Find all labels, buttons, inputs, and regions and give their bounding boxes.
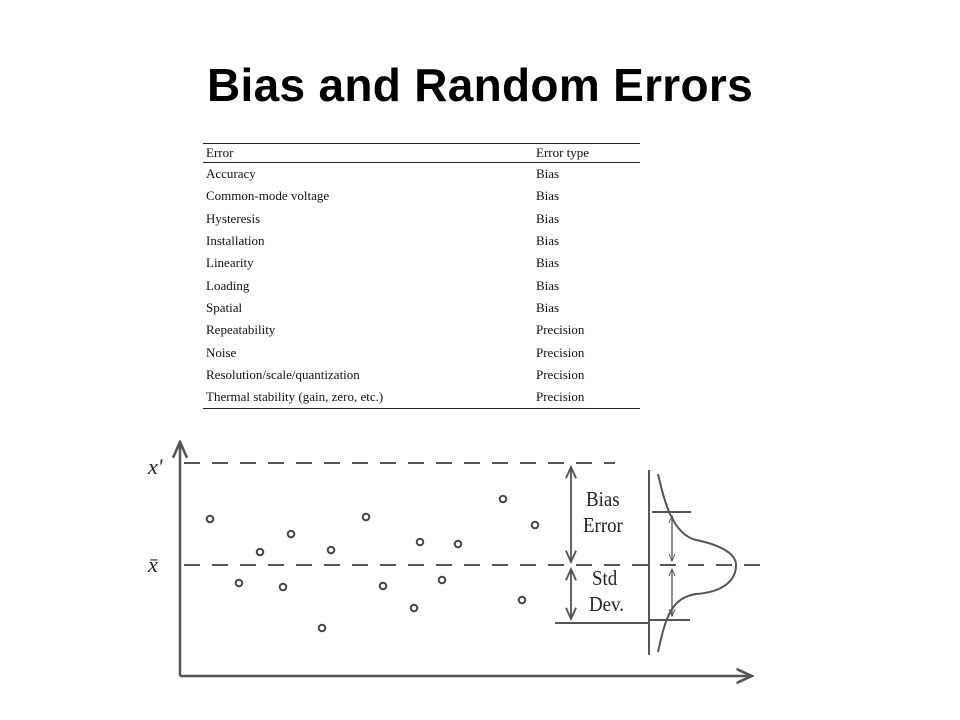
table-header-row: Error Error type bbox=[203, 143, 640, 163]
error-name-cell: Loading bbox=[206, 277, 250, 293]
table-row: Spatial Bias bbox=[203, 297, 640, 319]
measurement-point bbox=[498, 494, 508, 504]
measurement-point bbox=[517, 595, 527, 605]
bias-precision-diagram: x' x̄ Bias Error Std Dev. bbox=[147, 430, 765, 690]
measurement-point bbox=[453, 539, 463, 549]
error-type-cell: Bias bbox=[536, 255, 560, 271]
error-type-cell: Precision bbox=[536, 344, 585, 360]
table-row: Resolution/scale/quantization Precision bbox=[203, 364, 640, 386]
error-type-cell: Bias bbox=[536, 233, 560, 249]
table-row: Hysteresis Bias bbox=[203, 208, 640, 230]
measurement-point bbox=[326, 545, 336, 555]
error-name-cell: Repeatability bbox=[206, 322, 276, 338]
error-name-cell: Linearity bbox=[206, 255, 254, 271]
measurement-point bbox=[378, 581, 388, 591]
table-row: Common-mode voltage Bias bbox=[203, 185, 640, 207]
error-type-cell: Precision bbox=[536, 389, 585, 405]
table-row: Noise Precision bbox=[203, 341, 640, 363]
error-name-cell: Common-mode voltage bbox=[206, 188, 330, 204]
measurement-point bbox=[286, 529, 296, 539]
error-type-cell: Bias bbox=[536, 299, 560, 315]
column-header-error: Error bbox=[206, 145, 234, 160]
bias-label-line1: Bias bbox=[586, 488, 620, 511]
measurement-point bbox=[437, 575, 447, 585]
table-row: Repeatability Precision bbox=[203, 319, 640, 341]
measurement-point bbox=[278, 582, 288, 592]
error-name-cell: Noise bbox=[206, 344, 237, 360]
error-name-cell: Spatial bbox=[206, 299, 243, 315]
slide-title: Bias and Random Errors bbox=[207, 59, 753, 111]
error-type-cell: Precision bbox=[536, 322, 585, 338]
bias-label-line2: Error bbox=[583, 514, 623, 537]
table-row: Accuracy Bias bbox=[203, 163, 640, 186]
error-name-cell: Thermal stability (gain, zero, etc.) bbox=[206, 389, 384, 405]
distribution-curve bbox=[657, 473, 738, 653]
measurement-point bbox=[317, 623, 327, 633]
error-type-cell: Bias bbox=[536, 166, 560, 182]
error-name-cell: Accuracy bbox=[206, 166, 256, 182]
table-row: Linearity Bias bbox=[203, 252, 640, 274]
true-value-label: x' bbox=[147, 454, 163, 479]
table-row: Installation Bias bbox=[203, 230, 640, 252]
table-row: Thermal stability (gain, zero, etc.) Prec… bbox=[203, 386, 640, 409]
measurement-point bbox=[415, 537, 425, 547]
error-name-cell: Installation bbox=[206, 233, 265, 249]
mean-value-label: x̄ bbox=[147, 552, 158, 577]
measurement-point bbox=[205, 514, 215, 524]
error-type-cell: Precision bbox=[536, 366, 585, 382]
std-label-line2: Dev. bbox=[589, 593, 624, 616]
measurement-point bbox=[234, 578, 244, 588]
error-name-cell: Hysteresis bbox=[206, 210, 261, 226]
column-header-error-type: Error type bbox=[536, 145, 590, 160]
error-type-cell: Bias bbox=[536, 210, 560, 226]
error-type-cell: Bias bbox=[536, 277, 560, 293]
table-row: Loading Bias bbox=[203, 274, 640, 296]
measurement-point bbox=[530, 520, 540, 530]
std-label-line1: Std bbox=[592, 567, 617, 590]
measurement-point bbox=[255, 547, 265, 557]
error-type-cell: Bias bbox=[536, 188, 560, 204]
measurement-point bbox=[409, 603, 419, 613]
measurement-points bbox=[205, 494, 540, 633]
measurement-point bbox=[361, 512, 371, 522]
error-name-cell: Resolution/scale/quantization bbox=[206, 366, 360, 382]
